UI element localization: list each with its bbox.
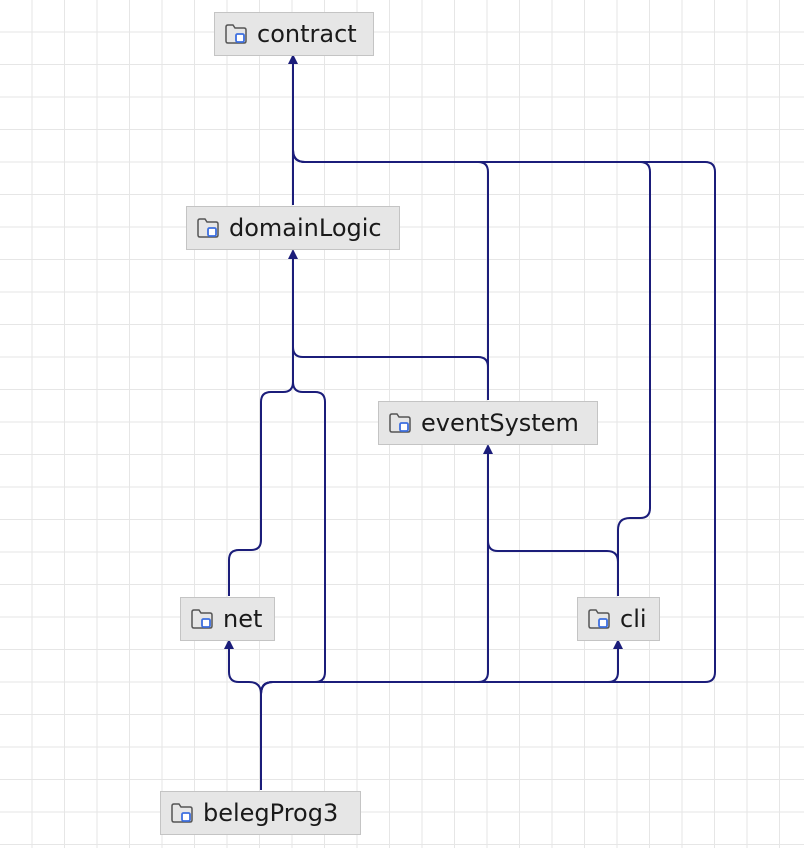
edge-net-domainLogic [228, 255, 294, 596]
node-contract[interactable]: contract [214, 12, 374, 56]
node-eventSystem[interactable]: eventSystem [378, 401, 598, 445]
arrowhead-contract [288, 54, 298, 64]
folder-module-icon [225, 24, 247, 44]
edge-belegProg3-net [228, 645, 262, 790]
node-cli[interactable]: cli [577, 597, 660, 641]
node-net[interactable]: net [180, 597, 275, 641]
node-domainLogic[interactable]: domainLogic [186, 206, 400, 250]
folder-module-icon [389, 413, 411, 433]
folder-module-icon [171, 803, 193, 823]
node-label: net [223, 605, 263, 633]
node-label: belegProg3 [203, 799, 339, 827]
arrowhead-net [224, 639, 234, 649]
folder-module-icon [191, 609, 213, 629]
edge-belegProg3-eventSystem [260, 450, 489, 790]
edge-cli-eventSystem [487, 450, 619, 596]
folder-module-icon [588, 609, 610, 629]
edge-belegProg3-cli [260, 645, 619, 790]
node-label: cli [620, 605, 647, 633]
arrowhead-cli [613, 639, 623, 649]
node-label: domainLogic [229, 214, 382, 242]
arrowhead-domainLogic [288, 249, 298, 259]
node-label: contract [257, 20, 357, 48]
edge-cli-contract [292, 60, 651, 596]
edge-belegProg3-domainLogic [260, 255, 326, 790]
edge-eventSystem-domainLogic [292, 255, 489, 400]
node-label: eventSystem [421, 409, 579, 437]
node-belegProg3[interactable]: belegProg3 [160, 791, 361, 835]
arrowhead-eventSystem [483, 444, 493, 454]
folder-module-icon [197, 218, 219, 238]
